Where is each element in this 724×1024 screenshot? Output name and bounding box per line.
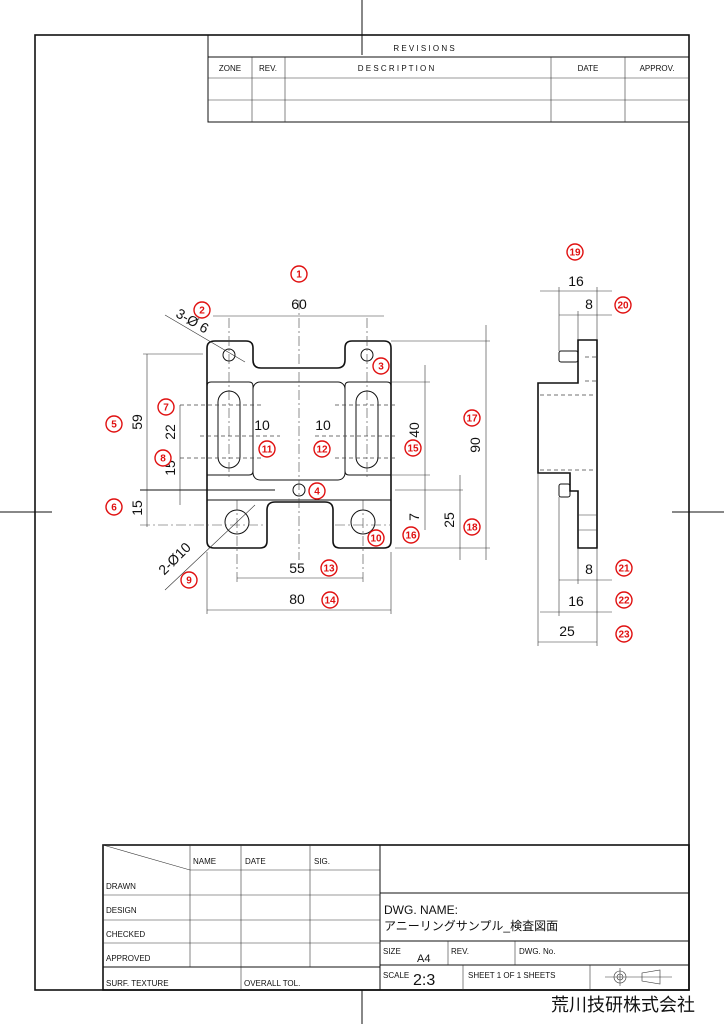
svg-text:5: 5 <box>111 420 117 431</box>
balloon: 9 <box>180 571 198 589</box>
balloon: 18 <box>463 518 481 536</box>
svg-text:4: 4 <box>314 487 320 498</box>
tb-overall-tol: OVERALL TOL. <box>244 979 300 988</box>
rev-header-approv: APPROV. <box>640 64 675 73</box>
tb-row-drawn: DRAWN <box>106 882 136 891</box>
dim-60: 60 <box>291 296 307 312</box>
side-dim-16-bottom: 16 <box>568 593 584 609</box>
rev-header-rev: REV. <box>259 64 277 73</box>
balloon: 11 <box>258 440 276 458</box>
svg-text:13: 13 <box>323 564 335 575</box>
balloon: 21 <box>615 559 633 577</box>
svg-text:7: 7 <box>163 403 169 414</box>
balloon: 23 <box>615 625 633 643</box>
company-name: 荒川技研株式会社 <box>551 995 695 1016</box>
balloon: 8 <box>154 449 172 467</box>
balloon: 10 <box>367 529 385 547</box>
svg-text:18: 18 <box>466 523 478 534</box>
sheet-count: SHEET 1 OF 1 SHEETS <box>468 971 555 980</box>
front-view: 60 80 55 59 15 22 15 90 40 7 25 10 10 3-… <box>129 296 490 614</box>
svg-text:12: 12 <box>316 445 328 456</box>
balloon: 12 <box>313 440 331 458</box>
balloon: 20 <box>614 296 632 314</box>
svg-text:23: 23 <box>618 630 630 641</box>
rev-header-zone: ZONE <box>219 64 241 73</box>
svg-text:15: 15 <box>407 444 419 455</box>
tb-row-checked: CHECKED <box>106 930 145 939</box>
dim-10-left: 10 <box>254 417 270 433</box>
svg-text:21: 21 <box>618 564 630 575</box>
dim-59: 59 <box>129 414 145 430</box>
balloon: 1 <box>290 265 308 283</box>
dim-55: 55 <box>289 560 305 576</box>
balloon: 15 <box>404 439 422 457</box>
tb-row-design: DESIGN <box>106 906 137 915</box>
svg-text:9: 9 <box>186 576 192 587</box>
size-label: SIZE <box>383 947 401 956</box>
svg-text:22: 22 <box>618 596 630 607</box>
dwg-name-label: DWG. NAME: <box>384 903 458 917</box>
svg-text:6: 6 <box>111 503 117 514</box>
balloon: 19 <box>566 243 584 261</box>
balloon: 4 <box>308 482 326 500</box>
rev-header-date: DATE <box>578 64 599 73</box>
dim-22: 22 <box>162 424 178 440</box>
side-dim-16-top: 16 <box>568 273 584 289</box>
balloon: 14 <box>321 591 339 609</box>
size-value: A4 <box>417 953 430 965</box>
side-view: 16 8 8 16 25 <box>537 273 612 646</box>
rev-header-description: D E S C R I P T I O N <box>358 64 435 73</box>
tb-header-date: DATE <box>245 857 266 866</box>
svg-text:20: 20 <box>617 301 629 312</box>
svg-text:8: 8 <box>160 454 166 465</box>
tb-header-sig: SIG. <box>314 857 330 866</box>
inspection-balloons: 1 2 3 4 5 6 7 8 9 10 11 12 13 14 15 16 1… <box>105 243 633 643</box>
revisions-title: R E V I S I O N S <box>393 44 454 53</box>
svg-text:10: 10 <box>370 534 382 545</box>
balloon: 17 <box>463 409 481 427</box>
scale-value: 2:3 <box>413 972 435 989</box>
rev-label: REV. <box>451 947 469 956</box>
balloon: 16 <box>402 526 420 544</box>
dim-10-right: 10 <box>315 417 331 433</box>
dim-40: 40 <box>406 422 422 438</box>
svg-text:17: 17 <box>466 414 478 425</box>
dim-90: 90 <box>467 437 483 453</box>
revisions-table: R E V I S I O N S ZONE REV. D E S C R I … <box>207 34 690 123</box>
dim-25: 25 <box>441 512 457 528</box>
dwg-name: アニーリングサンプル_検査図面 <box>384 919 558 933</box>
svg-text:3: 3 <box>378 362 384 373</box>
svg-text:19: 19 <box>569 248 581 259</box>
scale-label: SCALE <box>383 971 409 980</box>
svg-text:11: 11 <box>262 445 273 456</box>
dimension-lines <box>143 314 490 614</box>
tb-row-approved: APPROVED <box>106 954 151 963</box>
balloon: 7 <box>157 398 175 416</box>
balloon: 6 <box>105 498 123 516</box>
side-dim-8-top: 8 <box>585 296 593 312</box>
title-block: NAME DATE SIG. DRAWN DESIGN CHECKED APPR… <box>102 844 690 991</box>
side-dim-25: 25 <box>559 623 575 639</box>
balloon: 22 <box>615 591 633 609</box>
side-dimension-lines <box>537 287 612 646</box>
balloon: 13 <box>320 559 338 577</box>
tb-surf-texture: SURF. TEXTURE <box>106 979 169 988</box>
dim-80: 80 <box>289 591 305 607</box>
dim-15-lower: 15 <box>129 500 145 516</box>
svg-text:16: 16 <box>405 531 417 542</box>
dwg-no-label: DWG. No. <box>519 947 555 956</box>
balloon: 3 <box>372 357 390 375</box>
svg-text:2: 2 <box>199 306 205 317</box>
side-dim-8-bottom: 8 <box>585 561 593 577</box>
balloon: 5 <box>105 415 123 433</box>
plate-outline <box>206 340 392 549</box>
svg-text:1: 1 <box>296 270 302 281</box>
dim-7: 7 <box>406 513 422 521</box>
third-angle-projection-icon <box>605 968 672 986</box>
svg-text:14: 14 <box>324 596 336 607</box>
balloon: 2 <box>193 301 211 319</box>
tb-header-name: NAME <box>193 857 216 866</box>
